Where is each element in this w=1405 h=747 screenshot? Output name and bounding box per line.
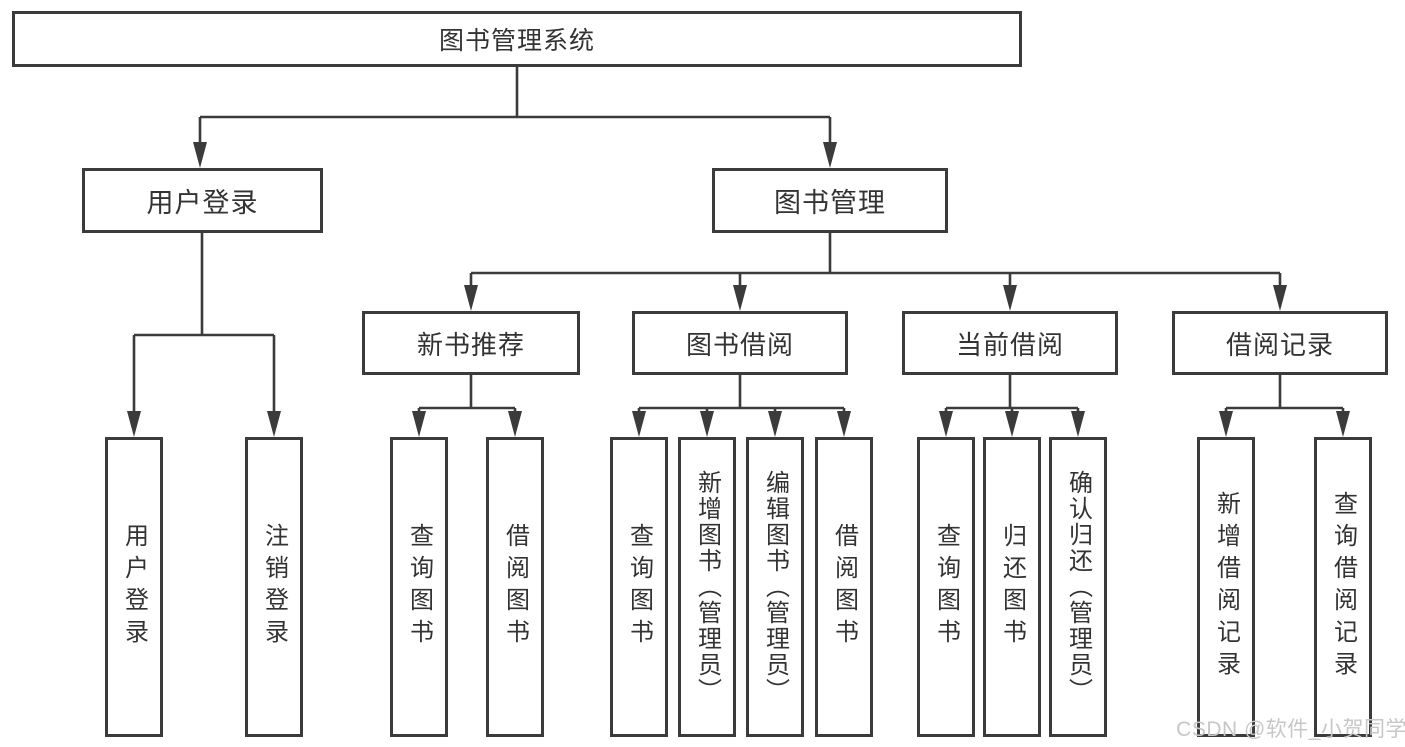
- leaf-confirm-return-admin-label: 确认归还（管理员）: [1064, 470, 1092, 704]
- node-new-book-recommend-label: 新书推荐: [416, 329, 525, 360]
- node-new-book-recommend: 新书推荐: [362, 311, 580, 375]
- leaf-edit-books-admin-label: 编辑图书（管理员）: [761, 470, 789, 704]
- leaf-query-books-borrow: 查询图书: [610, 437, 668, 737]
- leaf-confirm-return-admin: 确认归还（管理员）: [1049, 437, 1107, 737]
- node-root-label: 图书管理系统: [438, 27, 595, 55]
- leaf-query-books-recommend-label: 查询图书: [405, 523, 433, 651]
- leaf-query-books-borrow-label: 查询图书: [625, 523, 653, 651]
- node-book-borrow-label: 图书借阅: [685, 329, 794, 360]
- leaf-user-login-label: 用户登录: [120, 523, 148, 651]
- csdn-watermark: CSDN @软件_小贺同学: [1176, 718, 1405, 741]
- node-user-login: 用户登录: [82, 168, 323, 233]
- leaf-query-borrow-record: 查询借阅记录: [1314, 437, 1372, 737]
- leaf-return-books: 归还图书: [983, 437, 1041, 737]
- leaf-logout-label: 注销登录: [260, 523, 288, 651]
- leaf-edit-books-admin: 编辑图书（管理员）: [746, 437, 804, 737]
- leaf-logout: 注销登录: [245, 437, 303, 737]
- node-library-management-system: 图书管理系统: [12, 11, 1022, 67]
- node-borrow-records: 借阅记录: [1172, 311, 1388, 375]
- leaf-borrow-books-recommend-label: 借阅图书: [501, 523, 529, 651]
- leaf-query-books-current: 查询图书: [917, 437, 975, 737]
- leaf-user-login: 用户登录: [105, 437, 163, 737]
- leaf-borrow-books-label: 借阅图书: [830, 523, 858, 651]
- node-book-management: 图书管理: [712, 168, 948, 233]
- leaf-add-books-admin: 新增图书（管理员）: [678, 437, 736, 737]
- node-current-borrow: 当前借阅: [902, 311, 1118, 375]
- node-current-borrow-label: 当前借阅: [955, 329, 1064, 360]
- leaf-return-books-label: 归还图书: [998, 523, 1026, 651]
- node-user-login-label: 用户登录: [146, 188, 259, 218]
- leaf-borrow-books-recommend: 借阅图书: [486, 437, 544, 737]
- leaf-add-books-admin-label: 新增图书（管理员）: [693, 470, 721, 704]
- leaf-add-borrow-record-label: 新增借阅记录: [1212, 491, 1240, 683]
- leaf-query-borrow-record-label: 查询借阅记录: [1329, 491, 1357, 683]
- node-borrow-records-label: 借阅记录: [1225, 329, 1334, 360]
- leaf-borrow-books: 借阅图书: [815, 437, 873, 737]
- leaf-add-borrow-record: 新增借阅记录: [1197, 437, 1255, 737]
- node-book-borrow: 图书借阅: [632, 311, 848, 375]
- node-book-management-label: 图书管理: [774, 188, 886, 218]
- leaf-query-books-recommend: 查询图书: [390, 437, 448, 737]
- leaf-query-books-current-label: 查询图书: [932, 523, 960, 651]
